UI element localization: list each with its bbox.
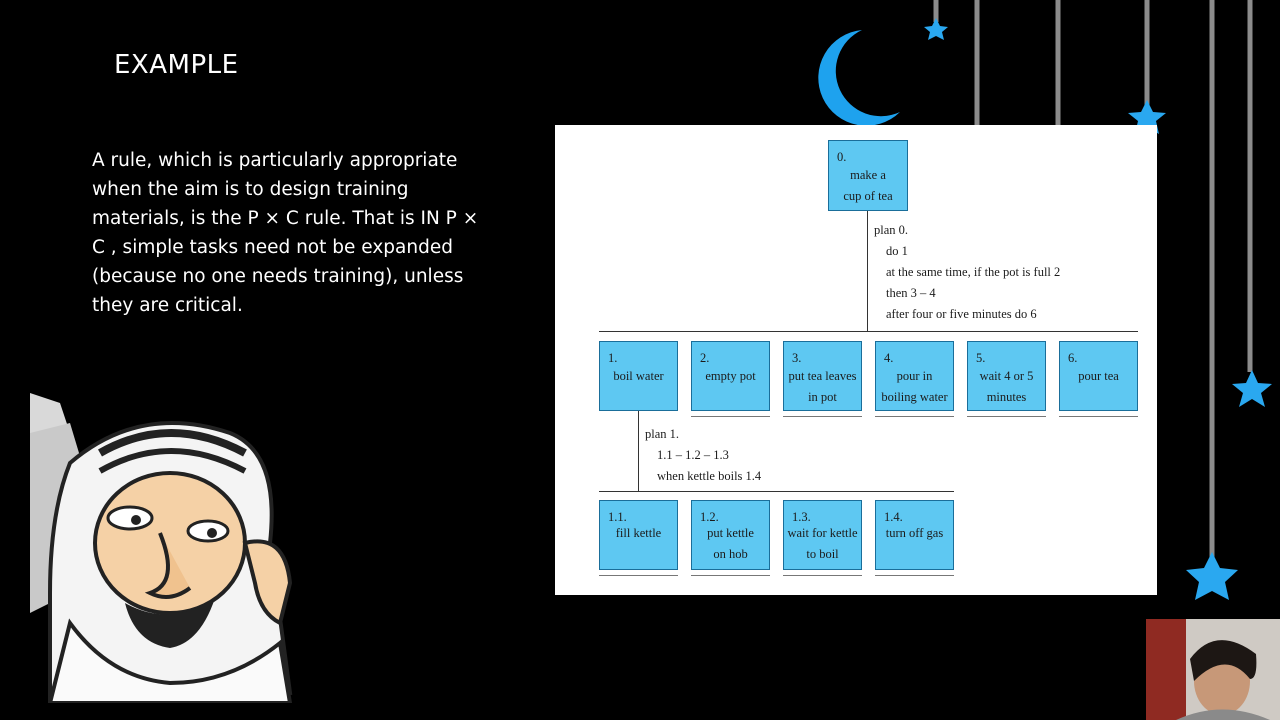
webcam-video-overlay bbox=[1146, 619, 1280, 720]
star-icon bbox=[924, 18, 948, 40]
hierarchical-task-diagram: 0. make a cup of tea plan 0. do 1 at the… bbox=[555, 125, 1157, 595]
task-number: 0. bbox=[837, 150, 847, 164]
cartoon-character-image bbox=[30, 393, 320, 703]
box-underline bbox=[783, 575, 862, 576]
star-icon bbox=[1232, 370, 1272, 407]
task-box-1: 1. boil water bbox=[599, 341, 678, 411]
task-box-root: 0. make a cup of tea bbox=[828, 140, 908, 211]
level-2-bar bbox=[599, 491, 954, 492]
task-box-6: 6. pour tea bbox=[1059, 341, 1138, 411]
box-underline bbox=[691, 416, 770, 417]
box-underline bbox=[967, 416, 1046, 417]
box-underline bbox=[875, 575, 954, 576]
connector-line bbox=[867, 211, 868, 331]
task-box-1-1: 1.1. fill kettle bbox=[599, 500, 678, 570]
slide-body-text: A rule, which is particularly appropriat… bbox=[92, 150, 479, 316]
box-underline bbox=[783, 416, 862, 417]
person-icon bbox=[1146, 619, 1280, 720]
box-underline bbox=[691, 575, 770, 576]
task-label: make a cup of tea bbox=[843, 168, 893, 203]
connector-line bbox=[638, 411, 639, 491]
box-underline bbox=[1059, 416, 1138, 417]
plan-0-text: plan 0. do 1 at the same time, if the po… bbox=[874, 223, 1061, 321]
box-underline bbox=[875, 416, 954, 417]
level-1-bar bbox=[599, 331, 1138, 332]
task-box-2: 2. empty pot bbox=[691, 341, 770, 411]
task-box-1-4: 1.4. turn off gas bbox=[875, 500, 954, 570]
box-underline bbox=[599, 575, 678, 576]
plan-1-text: plan 1. 1.1 – 1.2 – 1.3 when kettle boil… bbox=[645, 427, 762, 483]
slide-title: EXAMPLE bbox=[114, 50, 239, 80]
star-icon bbox=[1186, 552, 1238, 600]
